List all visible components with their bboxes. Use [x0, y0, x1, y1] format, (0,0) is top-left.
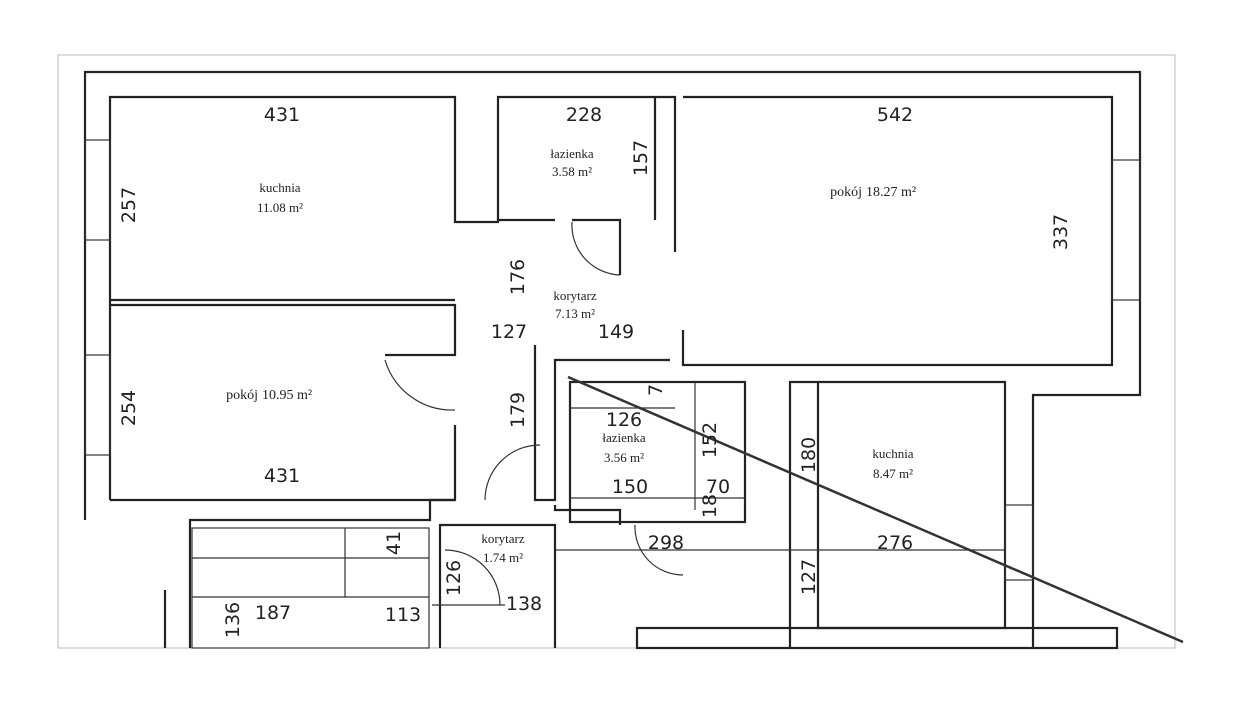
- dimension: 126: [606, 409, 642, 431]
- room-area: 7.13 m²: [555, 306, 595, 321]
- dimension: 180: [798, 437, 820, 473]
- dimension: 542: [877, 104, 913, 126]
- measurement-line: [567, 375, 1184, 644]
- room-name: pokój: [226, 388, 258, 403]
- dimension-labels: 431 228 542 257 157 337 176 127 149 254 …: [118, 104, 1072, 638]
- room-name: pokój: [830, 185, 862, 200]
- plan-border: [57, 54, 1176, 649]
- room-area: 10.95 m²: [262, 388, 312, 403]
- room-name: kuchnia: [259, 180, 300, 195]
- dimension: 150: [612, 476, 648, 498]
- room-area: 8.47 m²: [873, 466, 913, 481]
- dimension: 126: [443, 560, 465, 596]
- dimension: 152: [699, 422, 721, 458]
- dimension: 127: [798, 559, 820, 595]
- room-name: korytarz: [553, 288, 597, 303]
- room-area: 3.56 m²: [604, 450, 644, 465]
- dimension: 276: [877, 532, 913, 554]
- door-swings: [384, 221, 684, 606]
- room-name: korytarz: [481, 531, 525, 546]
- room-area: 11.08 m²: [257, 200, 303, 215]
- walls: [83, 70, 1142, 650]
- dimension: 149: [598, 321, 634, 343]
- room-name: kuchnia: [872, 446, 913, 461]
- dimension: 431: [264, 465, 300, 487]
- dimension: 113: [385, 604, 421, 626]
- dimension: 138: [506, 593, 542, 615]
- dimension: 337: [1050, 214, 1072, 250]
- dimension: 41: [383, 531, 405, 555]
- dimension: 157: [630, 140, 652, 176]
- room-name: łazienka: [550, 146, 594, 161]
- dimension: 176: [507, 259, 529, 295]
- dimension: 257: [118, 187, 140, 223]
- room-name: łazienka: [602, 430, 646, 445]
- dimension: 228: [566, 104, 602, 126]
- dimension: 136: [222, 602, 244, 638]
- dimension: 18: [699, 494, 721, 518]
- dimension: 127: [491, 321, 527, 343]
- dimension: 298: [648, 532, 684, 554]
- room-area: 18.27 m²: [866, 185, 916, 200]
- dimension: 254: [118, 390, 140, 426]
- dimension: 187: [255, 602, 291, 624]
- room-area: 3.58 m²: [552, 164, 592, 179]
- dimension: 179: [507, 392, 529, 428]
- dimension: 431: [264, 104, 300, 126]
- dimension: 7: [645, 384, 667, 396]
- room-labels: kuchnia 11.08 m² łazienka 3.58 m² pokój …: [226, 146, 916, 565]
- room-area: 1.74 m²: [483, 550, 523, 565]
- dimension: 70: [706, 476, 730, 498]
